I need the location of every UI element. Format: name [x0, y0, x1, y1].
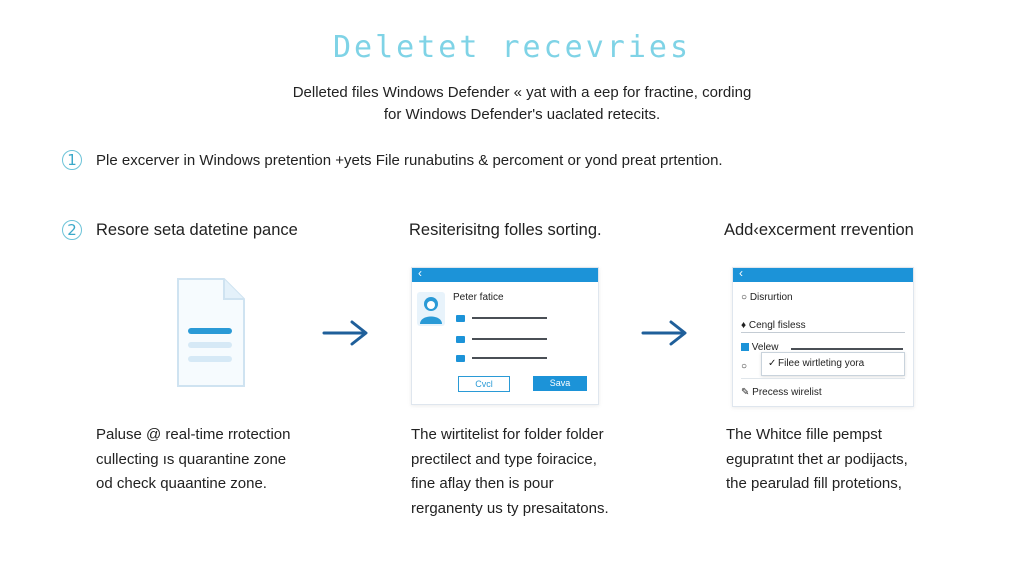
- folder-path-line: [472, 338, 547, 340]
- description-line: egupratınt thet ar podijacts,: [726, 450, 908, 468]
- window-label: Peter fatice: [453, 292, 504, 303]
- folder-path-line: [472, 357, 547, 359]
- window-title-bar: ‹: [412, 266, 598, 282]
- column-3-heading: Add‹excerment rrevention: [724, 221, 914, 239]
- column-3-description: The Whitce fille pempst egupratınt thet …: [726, 423, 908, 497]
- arrow-right-icon: [322, 320, 370, 346]
- description-line: The Whitce fille pempst: [726, 426, 882, 443]
- step-1-text: Ple excerver in Windows pretention +yets…: [96, 152, 723, 169]
- description-line: od check quaantine zone.: [96, 475, 267, 492]
- back-icon[interactable]: ‹: [418, 266, 422, 280]
- circle-icon: ○: [741, 292, 748, 303]
- whitelist-tooltip: ✓ Filee wirtleting yora: [761, 352, 905, 376]
- folder-icon: [456, 315, 465, 322]
- divider: [741, 378, 905, 379]
- column-1-description: Paluse @ real-time rrotection cullecting…: [96, 423, 290, 497]
- menu-item-disrurtion[interactable]: ○ Disrurtion: [741, 292, 793, 303]
- exclusion-window: ‹ ○ Disrurtion ♦ Cengl fisless Velew ○ ✓…: [732, 266, 914, 407]
- page-title: Deletet recevries: [332, 30, 692, 65]
- folder-path-line: [472, 317, 547, 319]
- checkbox-icon: [741, 343, 749, 351]
- pencil-icon: ✎: [741, 387, 750, 398]
- save-button[interactable]: Sava: [533, 376, 587, 391]
- user-avatar-icon: [417, 292, 445, 331]
- description-line: fine aflay then is pour: [411, 475, 554, 492]
- description-line: the pearulad fill protetions,: [726, 475, 902, 492]
- menu-item-cengl-fisless[interactable]: ♦ Cengl fisless: [741, 320, 806, 331]
- menu-item-velew[interactable]: Velew: [741, 342, 778, 353]
- description-line: cullecting ıs quarantine zone: [96, 450, 287, 468]
- description-line: rerganenty us ty presaitatons.: [411, 499, 609, 517]
- column-2-description: The wirtitelist for folder folder precti…: [411, 423, 609, 521]
- document-icon: [174, 276, 248, 390]
- whitelist-window: ‹ Peter fatice Cvcl Sava: [411, 266, 599, 405]
- path-line: [791, 348, 903, 350]
- folder-icon: [456, 336, 465, 343]
- subtitle-line-1: Delleted files Windows Defender « yat wi…: [292, 84, 752, 101]
- column-2-heading: Resiterisitng folles sorting.: [409, 221, 602, 239]
- cancel-button[interactable]: Cvcl: [458, 376, 510, 392]
- arrow-right-icon: [641, 320, 689, 346]
- divider: [741, 332, 905, 333]
- menu-item-precess-wirelist[interactable]: ✎ Precess wirelist: [741, 387, 822, 398]
- description-line: The wirtitelist for folder folder: [411, 426, 604, 443]
- column-1-heading: Resore seta datetine pance: [96, 221, 298, 239]
- step-number-2: 2: [62, 220, 82, 240]
- filter-icon: ♦: [741, 320, 747, 331]
- description-line: Paluse @ real-time rrotection: [96, 426, 291, 443]
- back-icon[interactable]: ‹: [739, 266, 743, 280]
- radio-icon[interactable]: ○: [741, 361, 748, 372]
- window-title-bar: ‹: [733, 266, 913, 282]
- step-number-1: 1: [62, 150, 82, 170]
- edit-icon: ✓: [768, 358, 777, 369]
- folder-icon: [456, 355, 465, 362]
- description-line: prectilect and type foiracice,: [411, 450, 597, 468]
- subtitle-line-2: for Windows Defender's uaclated retecits…: [383, 106, 661, 123]
